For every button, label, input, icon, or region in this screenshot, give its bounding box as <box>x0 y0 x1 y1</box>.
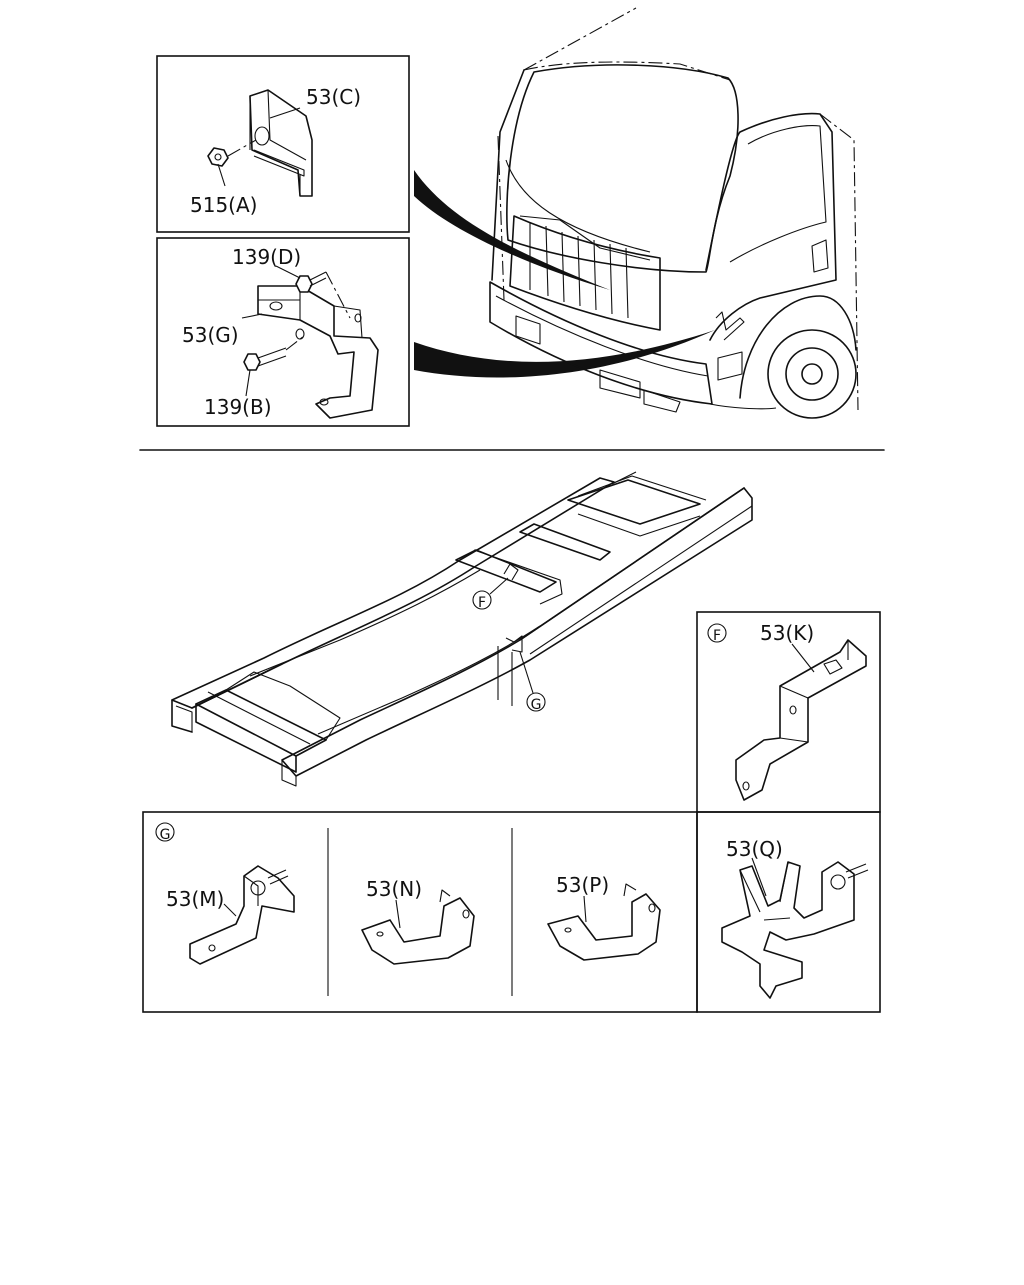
inset-frame-bottom <box>156 237 410 427</box>
bracket-53k-drawing <box>735 639 867 801</box>
detail-g-box: G 53(M) 53(N) 53(P) <box>142 811 698 1013</box>
bracket-53c-drawing <box>249 89 313 197</box>
bracket-53q-drawing <box>721 861 869 999</box>
detail-f-marker: F <box>713 628 721 644</box>
bolt-139b-drawing <box>243 335 305 371</box>
inset-frame-top <box>156 55 410 233</box>
detail-g-frame <box>142 811 698 1013</box>
label-53n: 53(N) <box>366 877 422 901</box>
label-139d: 139(D) <box>232 245 301 269</box>
label-515a: 515(A) <box>190 193 257 217</box>
truck-cab-drawing <box>489 7 859 419</box>
nut-515a-drawing <box>207 139 257 167</box>
label-53g: 53(G) <box>182 323 239 347</box>
bracket-53m-drawing <box>189 865 295 965</box>
bracket-53g-drawing <box>257 285 379 419</box>
inset-box-top: 53(C) 515(A) <box>156 55 410 233</box>
marker-f-frame: F <box>472 577 509 611</box>
detail-q-frame <box>696 811 881 1013</box>
detail-q-box: 53(Q) <box>696 811 881 1013</box>
label-53m: 53(M) <box>166 887 224 911</box>
bracket-53n-drawing <box>361 889 475 965</box>
callout-arrows <box>414 170 715 378</box>
label-53k: 53(K) <box>760 621 814 645</box>
detail-f-box: F 53(K) <box>696 611 881 813</box>
chassis-frame-drawing <box>171 471 753 787</box>
bracket-53p-drawing <box>547 883 661 961</box>
detail-g-marker: G <box>160 827 171 843</box>
bolt-139d-drawing <box>295 271 351 319</box>
inset-box-bottom: 139(D) 53(G) 139(B) <box>156 237 410 427</box>
marker-g-frame: G <box>519 651 546 713</box>
label-53p: 53(P) <box>556 873 609 897</box>
label-53c: 53(C) <box>306 85 361 109</box>
label-53q: 53(Q) <box>726 837 783 861</box>
marker-f-label: F <box>478 595 486 611</box>
marker-g-label: G <box>531 697 542 713</box>
label-139b: 139(B) <box>204 395 272 419</box>
